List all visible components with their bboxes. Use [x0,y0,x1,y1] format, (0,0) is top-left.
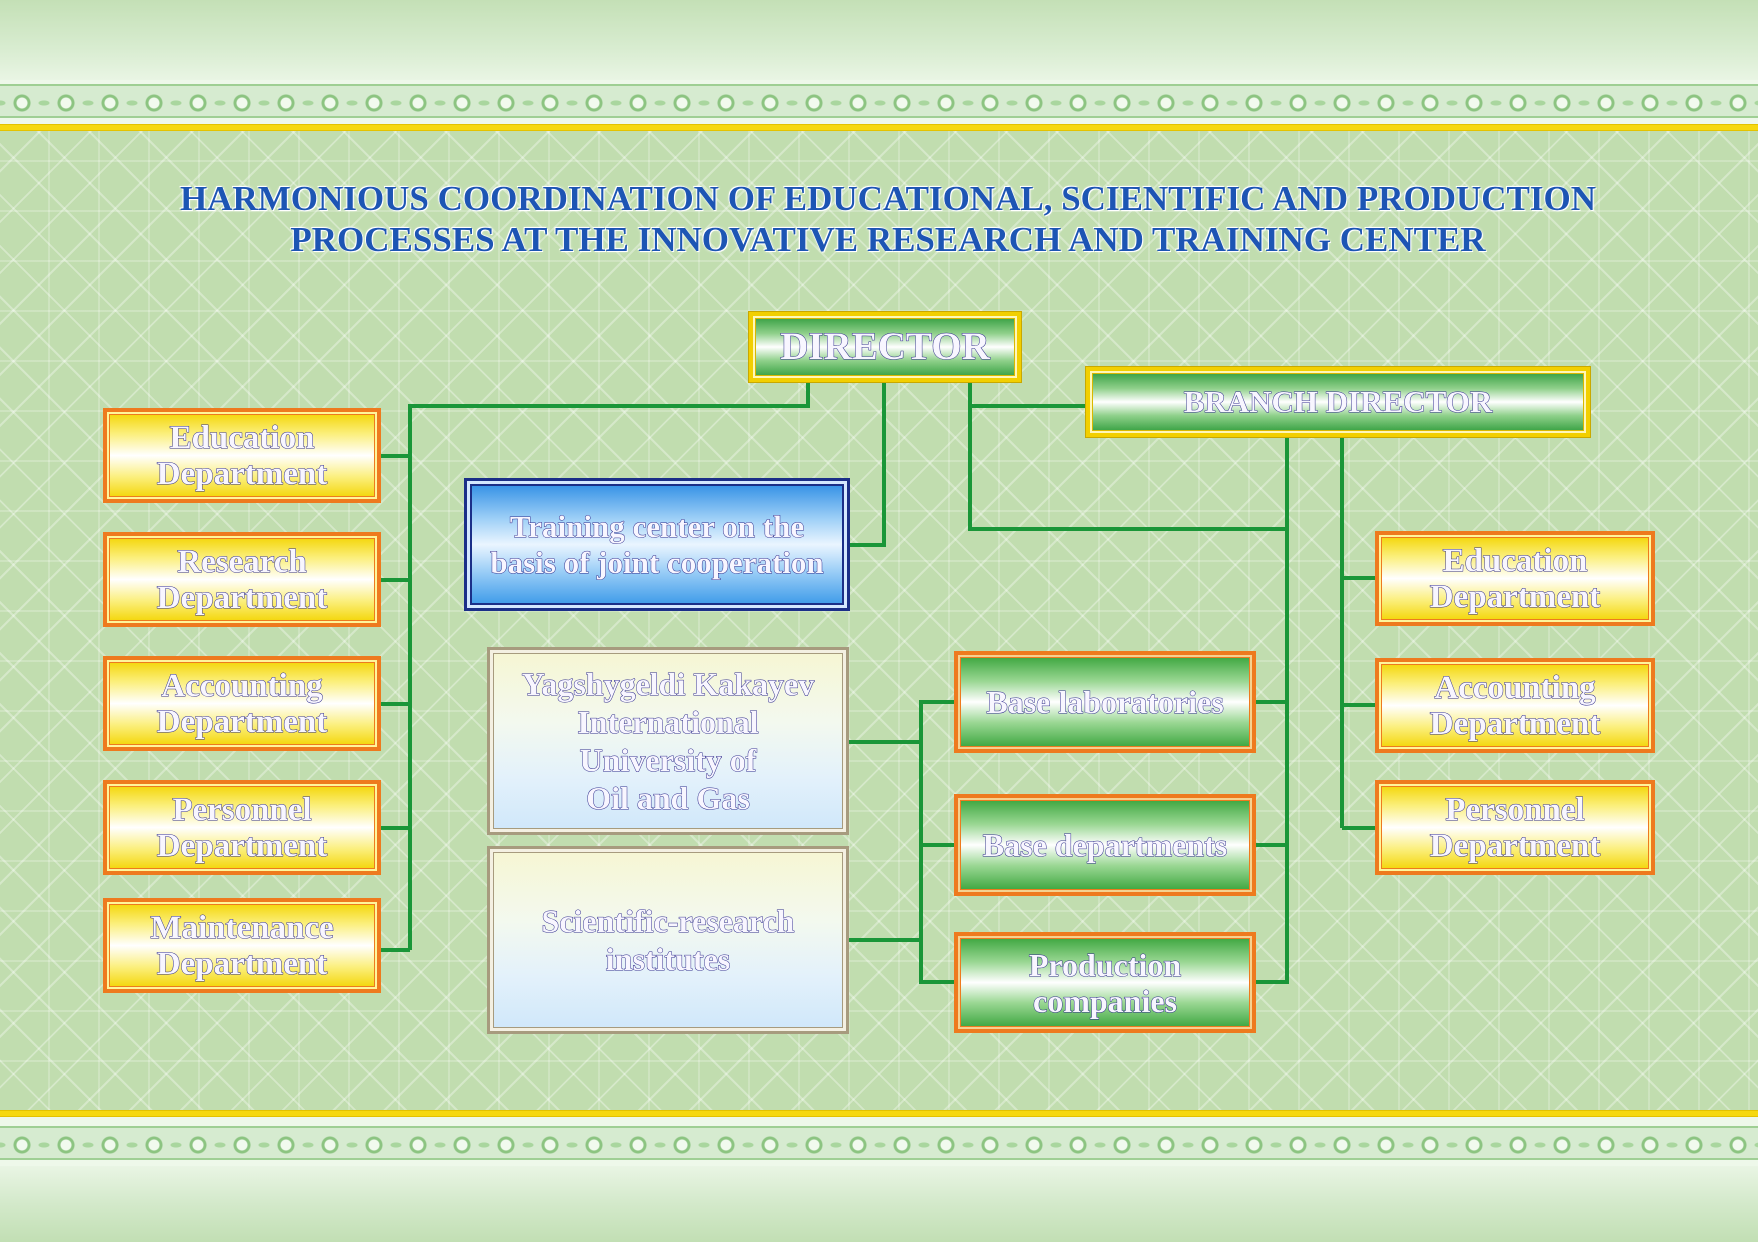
department-label-line: Department [1429,705,1601,742]
base-unit-label-line: companies [1033,982,1178,1019]
page-title: HARMONIOUS COORDINATION OF EDUCATIONAL, … [18,178,1758,260]
department-label-line: Research [177,543,308,580]
university-label-line: Yagshygeldi Kakayev [521,666,815,703]
department-label-line: Accounting [1434,669,1596,706]
left-education-department-box: Education Department [103,408,381,503]
branch-director-label: BRANCH DIRECTOR [1183,384,1493,420]
top-yellow-line [0,124,1758,131]
base-laboratories-box: Base laboratories [954,651,1256,753]
training-center-label-line: Training center on the [509,508,805,544]
branch-director-box: BRANCH DIRECTOR [1086,367,1590,437]
title-line-2: PROCESSES AT THE INNOVATIVE RESEARCH AND… [290,220,1486,259]
university-label-line: Oil and Gas [586,780,751,817]
institutes-label-line: institutes [605,941,731,978]
department-label-line: Department [156,703,328,740]
bottom-divider [0,1160,1758,1166]
right-accounting-department-box: Accounting Department [1375,658,1655,753]
bottom-ornament-strip [0,1126,1758,1160]
top-band [0,0,1758,80]
department-label-line: Personnel [1445,791,1585,828]
training-center-label-line: basis of joint cooperation [490,544,824,580]
base-departments-box: Base departments [954,794,1256,896]
bottom-divider-light [0,1117,1758,1126]
institutes-label-line: Scientific-research [541,903,795,940]
director-label: DIRECTOR [780,325,990,369]
department-label-line: Department [156,827,328,864]
base-unit-label-line: Base laboratories [986,684,1224,721]
director-box: DIRECTOR [749,312,1021,382]
left-accounting-department-box: Accounting Department [103,656,381,751]
training-center-box: Training center on the basis of joint co… [464,478,850,611]
department-label-line: Department [156,945,328,982]
top-ornament-strip [0,84,1758,118]
research-institutes-box: Scientific-research institutes [487,846,849,1034]
base-unit-label-line: Base departments [982,827,1228,864]
university-label-line: University of [579,742,757,779]
base-unit-label-line: Production [1028,946,1182,983]
department-label-line: Personnel [172,791,312,828]
right-education-department-box: Education Department [1375,531,1655,626]
left-maintenance-department-box: Maintenance Department [103,898,381,993]
top-divider-light [0,118,1758,124]
department-label-line: Accounting [161,667,323,704]
left-research-department-box: Research Department [103,532,381,627]
department-label-line: Maintenance [150,909,334,946]
right-personnel-department-box: Personnel Department [1375,780,1655,875]
left-personnel-department-box: Personnel Department [103,780,381,875]
department-label-line: Education [169,419,315,456]
department-label-line: Department [1429,578,1601,615]
bottom-band [0,1166,1758,1242]
department-label-line: Department [156,455,328,492]
title-line-1: HARMONIOUS COORDINATION OF EDUCATIONAL, … [180,179,1596,218]
bottom-yellow-line [0,1110,1758,1117]
university-box: Yagshygeldi Kakayev International Univer… [487,647,849,835]
department-label-line: Department [1429,827,1601,864]
top-divider [0,80,1758,84]
department-label-line: Department [156,579,328,616]
production-companies-box: Production companies [954,932,1256,1033]
university-label-line: International [577,704,759,741]
department-label-line: Education [1442,542,1588,579]
